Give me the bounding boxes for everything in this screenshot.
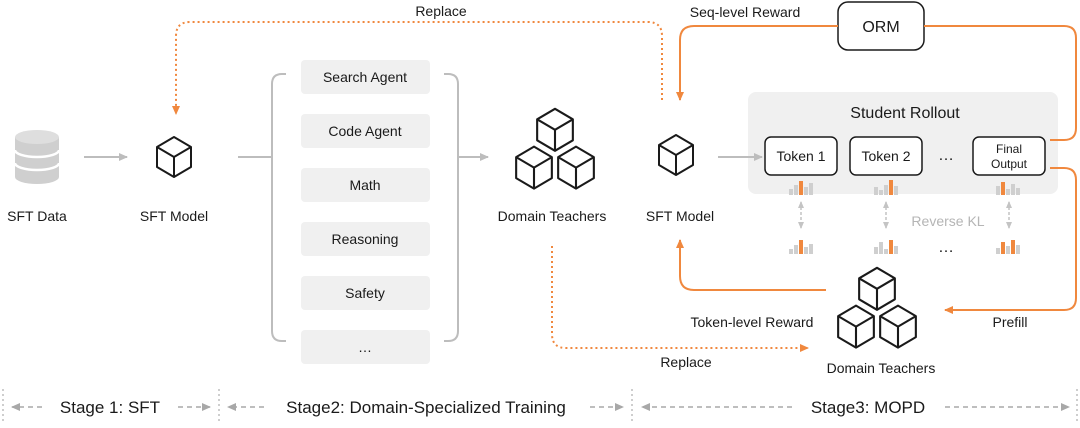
token-label: Token 2 [861, 148, 910, 164]
reverse-kl-label: Reverse KL [911, 213, 984, 229]
database-icon [13, 130, 61, 184]
replace-bottom-arrow [551, 246, 809, 352]
seq-reward-label: Seq-level Reward [690, 4, 801, 20]
domain-item: Reasoning [301, 222, 430, 256]
teacher-distribution-1 [789, 240, 813, 254]
student-distribution-2 [874, 180, 898, 195]
domain-item: Code Agent [301, 114, 430, 148]
teacher-distribution-2 [874, 240, 898, 254]
student-distribution-1 [789, 181, 813, 195]
replace-bottom-label: Replace [660, 354, 712, 370]
domain-item-label: Search Agent [323, 69, 407, 85]
replace-top-arrow [172, 21, 663, 115]
right-bracket [444, 73, 459, 342]
cube-stack-icon [515, 107, 595, 190]
final-output-box: Final Output [972, 136, 1046, 176]
token-label: Token 1 [776, 148, 825, 164]
domain-teachers-label: Domain Teachers [498, 208, 607, 224]
prefill-arrow [944, 167, 1077, 314]
domain-list: Search Agent Code Agent Math Reasoning S… [301, 60, 430, 364]
domain-item-label: Math [349, 177, 380, 193]
orm-feedback-line [924, 25, 1077, 141]
sft-model-student-label: SFT Model [646, 208, 714, 224]
left-bracket [271, 73, 286, 342]
student-rollout-title: Student Rollout [850, 105, 960, 122]
token-reward-label: Token-level Reward [691, 314, 814, 330]
seq-reward-arrow [676, 25, 838, 101]
teacher-ellipsis: … [938, 239, 954, 256]
student-distribution-final [996, 182, 1020, 195]
token-reward-arrow [676, 239, 826, 291]
domain-item-label: Reasoning [332, 231, 399, 247]
stage-3-label: Stage3: MOPD [811, 398, 925, 417]
token-box: Token 2 [849, 136, 923, 176]
domain-item: … [301, 330, 430, 364]
sft-data-label: SFT Data [7, 208, 67, 224]
domain-item: Math [301, 168, 430, 202]
rollout-ellipsis: … [938, 147, 954, 164]
final-output-label-line2: Output [991, 157, 1028, 171]
stage-2-label: Stage2: Domain-Specialized Training [286, 398, 566, 417]
cube-stack-icon [837, 266, 917, 349]
sft-model-label: SFT Model [140, 208, 208, 224]
domain-item: Safety [301, 276, 430, 310]
teacher-distribution-final [996, 240, 1020, 254]
domain-item: Search Agent [301, 60, 430, 94]
replace-top-label: Replace [415, 3, 467, 19]
domain-item-label: Safety [345, 285, 385, 301]
final-output-label-line1: Final [996, 142, 1022, 156]
domain-item-label: Code Agent [328, 123, 401, 139]
cube-icon [658, 134, 694, 176]
token-box: Token 1 [764, 136, 838, 176]
orm-label: ORM [862, 19, 899, 36]
cube-icon [156, 136, 192, 178]
domain-teachers-stage3-label: Domain Teachers [827, 360, 936, 376]
prefill-label: Prefill [992, 314, 1027, 330]
domain-item-label: … [358, 339, 372, 355]
stage-1-label: Stage 1: SFT [60, 398, 160, 417]
